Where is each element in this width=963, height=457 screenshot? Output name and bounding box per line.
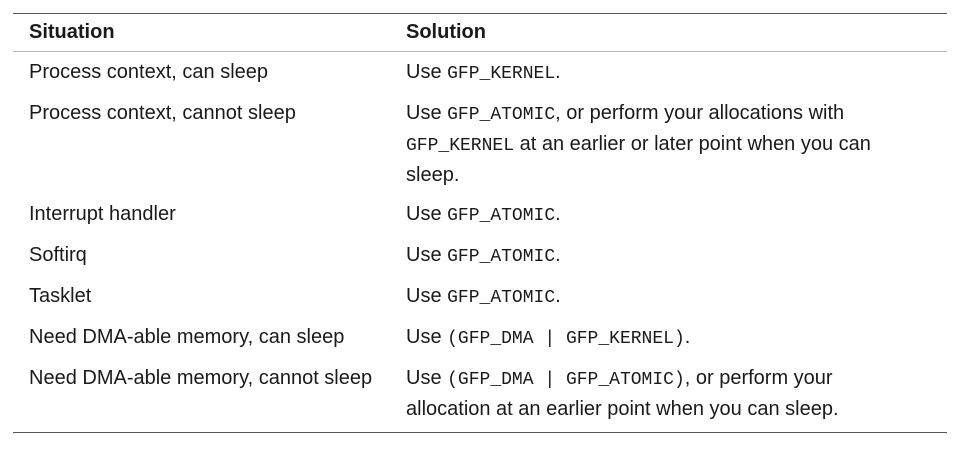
solution-text: Use (406, 203, 448, 225)
situation-cell: Tasklet (29, 285, 92, 307)
solution-code: GFP_ATOMIC (447, 206, 556, 226)
situation-cell: Softirq (29, 244, 87, 266)
solution-code: (GFP_DMA | GFP_ATOMIC) (447, 370, 685, 390)
solution-text: . (684, 326, 691, 348)
situation-cell: Interrupt handler (29, 203, 176, 225)
solution-code: GFP_ATOMIC (447, 247, 556, 267)
situation-cell: Process context, can sleep (29, 61, 269, 83)
flags-table-container: Situation Solution Process context, can … (13, 13, 947, 433)
header-solution: Solution (406, 14, 947, 52)
solution-text: . (555, 244, 561, 266)
header-situation: Situation (13, 14, 406, 52)
solution-text: Use (406, 326, 448, 348)
solution-text: Use (406, 61, 448, 83)
solution-cell: Use GFP_ATOMIC, or perform your allocati… (406, 93, 947, 194)
solution-code: GFP_ATOMIC (447, 288, 556, 308)
situation-cell: Process context, cannot sleep (29, 102, 296, 124)
solution-cell: Use GFP_KERNEL. (406, 52, 947, 94)
solution-text: Use (406, 244, 448, 266)
solution-text: at an earlier or later point when you ca… (406, 133, 871, 186)
situation-cell: Need DMA-able memory, can sleep (29, 326, 345, 348)
gfp-flags-table: Situation Solution Process context, can … (13, 14, 947, 432)
solution-cell: Use GFP_ATOMIC. (406, 276, 947, 317)
solution-text: , or perform your allocations with (555, 102, 845, 124)
solution-cell: Use GFP_ATOMIC. (406, 194, 947, 235)
solution-cell: Use GFP_ATOMIC. (406, 235, 947, 276)
table-row: Process context, can sleep Use GFP_KERNE… (13, 52, 947, 94)
table-row: Need DMA-able memory, can sleep Use (GFP… (13, 317, 947, 358)
solution-code: (GFP_DMA | GFP_KERNEL) (447, 329, 685, 349)
solution-text: Use (406, 367, 448, 389)
solution-cell: Use (GFP_DMA | GFP_ATOMIC), or perform y… (406, 358, 947, 432)
solution-text: . (555, 203, 561, 225)
table-row: Softirq Use GFP_ATOMIC. (13, 235, 947, 276)
table-row: Interrupt handler Use GFP_ATOMIC. (13, 194, 947, 235)
solution-text: Use (406, 102, 448, 124)
solution-text: . (555, 285, 561, 307)
solution-text: . (555, 61, 561, 83)
solution-text: Use (406, 285, 448, 307)
table-row: Need DMA-able memory, cannot sleep Use (… (13, 358, 947, 432)
situation-cell: Need DMA-able memory, cannot sleep (29, 367, 373, 389)
solution-code: GFP_KERNEL (406, 136, 515, 156)
table-row: Process context, cannot sleep Use GFP_AT… (13, 93, 947, 194)
solution-code: GFP_KERNEL (447, 64, 556, 84)
solution-code: GFP_ATOMIC (447, 105, 556, 125)
table-row: Tasklet Use GFP_ATOMIC. (13, 276, 947, 317)
table-header-row: Situation Solution (13, 14, 947, 52)
solution-cell: Use (GFP_DMA | GFP_KERNEL). (406, 317, 947, 358)
solution-text: , or perform your allocation at an earli… (406, 367, 839, 420)
